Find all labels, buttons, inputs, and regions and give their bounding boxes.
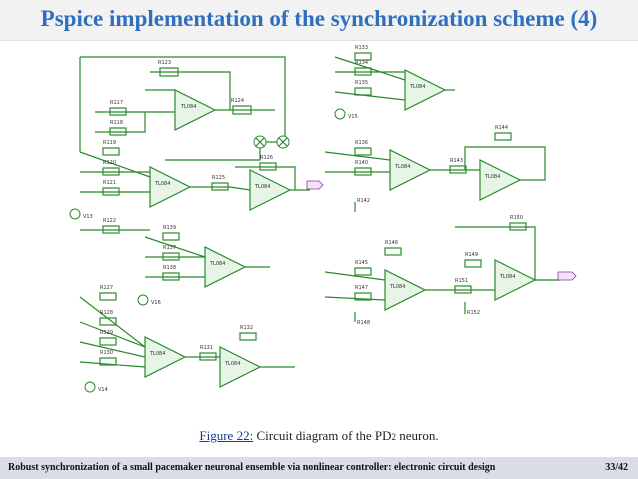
source-v14: V14 [84, 381, 108, 393]
caption-text: Circuit diagram of the PD [256, 428, 392, 443]
svg-text:TL084: TL084 [224, 361, 240, 367]
svg-text:TL084: TL084 [254, 184, 270, 190]
svg-text:R118: R118 [110, 120, 123, 126]
svg-text:V14: V14 [98, 387, 108, 393]
footer-title: Robust synchronization of a small pacema… [8, 462, 496, 473]
svg-text:R132: R132 [240, 325, 253, 331]
figure-caption: Figure 22: Circuit diagram of the PD2 ne… [0, 428, 638, 444]
port-v14-a [306, 180, 324, 190]
port-vout4 [557, 271, 577, 281]
svg-text:R124: R124 [231, 98, 244, 104]
page-number: 33/42 [605, 462, 628, 473]
svg-text:TL084: TL084 [154, 181, 170, 187]
svg-text:R130: R130 [100, 350, 113, 356]
svg-text:R128: R128 [100, 310, 113, 316]
opamp-u10a: TL084 [494, 259, 537, 301]
figure-number: Figure 22: [199, 428, 254, 443]
footer-bar [0, 457, 638, 479]
slide-title: Pspice implementation of the synchroniza… [40, 6, 598, 31]
svg-text:TL084: TL084 [499, 274, 515, 280]
svg-text:R126: R126 [260, 155, 273, 161]
opamp-u6a: TL084 [204, 246, 247, 288]
opamp-u7a: TL084 [144, 336, 187, 378]
svg-text:R122: R122 [103, 218, 116, 224]
opamp-u9a: TL084 [384, 269, 427, 311]
svg-text:TL084: TL084 [409, 84, 425, 90]
svg-text:V16: V16 [151, 300, 161, 306]
svg-text:R119: R119 [103, 140, 116, 146]
svg-text:R137: R137 [163, 245, 176, 251]
svg-text:R136: R136 [355, 140, 368, 146]
svg-text:TL084: TL084 [484, 174, 500, 180]
svg-text:R139: R139 [163, 225, 176, 231]
svg-text:R138: R138 [163, 265, 176, 271]
source-v13: V13 [69, 208, 93, 220]
svg-text:TL084: TL084 [149, 351, 165, 357]
svg-text:R152: R152 [467, 310, 480, 316]
svg-text:R149: R149 [465, 252, 478, 258]
opamp-u3a: TL084 [249, 169, 292, 211]
svg-text:R121: R121 [103, 180, 116, 186]
svg-text:TL084: TL084 [389, 284, 405, 290]
svg-text:V13: V13 [83, 214, 93, 220]
svg-text:R129: R129 [100, 330, 113, 336]
svg-text:V15: V15 [348, 114, 358, 120]
opamp-u8a: TL084 [219, 346, 262, 388]
svg-text:R148: R148 [357, 320, 370, 326]
svg-text:R134: R134 [355, 60, 368, 66]
svg-text:TL084: TL084 [180, 104, 196, 110]
svg-text:R131: R131 [200, 345, 213, 351]
opamp-u2a: TL084 [174, 89, 217, 131]
svg-text:R151: R151 [455, 278, 468, 284]
svg-text:R147: R147 [355, 285, 368, 291]
svg-text:R127: R127 [100, 285, 113, 291]
svg-text:TL084: TL084 [394, 164, 410, 170]
opamp-u11a: TL084 [479, 159, 522, 201]
svg-text:R146: R146 [385, 240, 398, 246]
opamp-u5a: TL084 [389, 149, 432, 191]
svg-text:R133: R133 [355, 45, 368, 51]
svg-text:R120: R120 [103, 160, 116, 166]
svg-text:R135: R135 [355, 80, 368, 86]
svg-text:R143: R143 [450, 158, 463, 164]
svg-text:R123: R123 [158, 60, 171, 66]
svg-text:R140: R140 [355, 160, 368, 166]
multiplier-2 [276, 135, 290, 149]
opamp-u4a: TL084 [404, 69, 447, 111]
source-v15: V15 [334, 108, 358, 120]
caption-subscript: 2 [391, 432, 396, 442]
svg-text:R117: R117 [110, 100, 123, 106]
svg-text:R125: R125 [212, 175, 225, 181]
svg-text:R142: R142 [357, 198, 370, 204]
circuit-diagram: TL084 R123 R124 R117 R118 TL084 R119 R12… [69, 45, 577, 393]
opamp-u1a: TL084 [149, 166, 192, 208]
svg-text:R144: R144 [495, 125, 508, 131]
caption-end: neuron. [395, 428, 439, 443]
svg-text:TL084: TL084 [209, 261, 225, 267]
multiplier-1 [253, 135, 267, 149]
source-v16: V16 [137, 294, 161, 306]
svg-text:R145: R145 [355, 260, 368, 266]
svg-text:R150: R150 [510, 215, 523, 221]
title-bar [0, 0, 638, 41]
